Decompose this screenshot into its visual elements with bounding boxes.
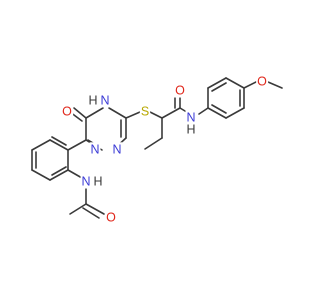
bond (211, 82, 227, 92)
methoxy-oxygen-label: O (257, 74, 267, 88)
bond (82, 207, 100, 219)
acetamide-oxygen-label: O (106, 210, 116, 224)
structure-svg: O H N S O N H N N O N H O (31, 74, 283, 225)
sulfur-label: S (141, 104, 149, 118)
bond (49, 139, 69, 151)
bond (243, 81, 257, 89)
acetamide-nitrogen-label: N (81, 174, 90, 188)
bond (69, 203, 87, 215)
atom-label-background (256, 74, 269, 89)
bond (67, 139, 87, 151)
atom-label-background (80, 174, 92, 189)
bond (51, 166, 67, 176)
atom-label-background (111, 142, 123, 157)
ring-nh-n-label: N (100, 93, 109, 107)
acetamide-hydrogen-label: H (93, 174, 102, 188)
bond (85, 203, 105, 215)
bond (211, 104, 227, 114)
amide-oxygen-label: O (175, 83, 185, 97)
bond (225, 107, 245, 119)
bond (67, 169, 83, 179)
bond (149, 111, 163, 119)
bond (198, 107, 209, 115)
bond (73, 107, 87, 119)
atom-background-layer (61, 74, 269, 225)
atom-label-background (174, 83, 187, 98)
atom-label-background (89, 142, 101, 157)
bond (207, 77, 227, 89)
bond (207, 107, 227, 119)
bond (108, 107, 127, 119)
bond (267, 81, 283, 89)
bond (31, 169, 51, 181)
ring-nitrogen-label: N (112, 142, 121, 156)
molecule-diagram: O H N S O N H N N O N H O (31, 74, 283, 225)
ring-nh-h-label: H (88, 93, 97, 107)
ring-carbonyl-oxygen-label: O (62, 104, 72, 118)
amide-hydrogen-label: H (186, 122, 195, 136)
bond (161, 107, 181, 119)
atom-label-background (87, 93, 99, 108)
bond (144, 137, 163, 150)
bond (51, 136, 67, 146)
ring-nitrogen-label: N (90, 142, 99, 156)
atom-label-background (105, 210, 118, 225)
atom-label-background (139, 104, 151, 119)
atom-label-background (185, 122, 197, 137)
bond (85, 107, 104, 119)
atom-label-layer: O H N S O N H N N O N H O (62, 74, 267, 224)
atom-label-background (99, 93, 111, 108)
bond (31, 139, 51, 151)
bond (225, 77, 245, 89)
amide-nitrogen-label: N (186, 110, 195, 124)
atom-label-background (185, 110, 197, 125)
atom-label-background (61, 104, 74, 119)
bond-layer (31, 77, 283, 219)
bond (49, 169, 69, 181)
atom-label-background (92, 174, 104, 189)
bond (125, 111, 141, 119)
